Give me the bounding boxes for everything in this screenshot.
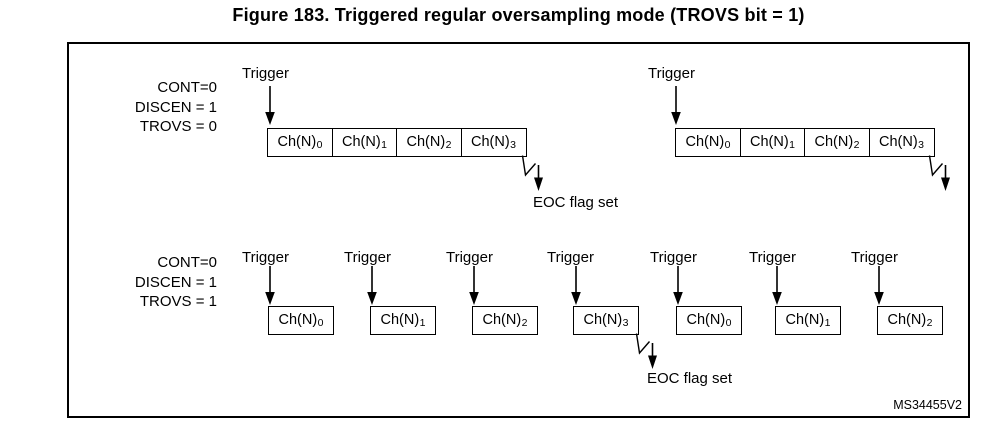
trigger-label: Trigger bbox=[650, 249, 697, 266]
conversion-box: Ch(N)1 bbox=[775, 306, 841, 335]
conversion-cell: Ch(N)3 bbox=[868, 128, 935, 157]
trigger-label: Trigger bbox=[749, 249, 796, 266]
watermark-label: MS34455V2 bbox=[893, 398, 962, 412]
conversion-cell: Ch(N)0 bbox=[675, 128, 741, 157]
conversion-cell: Ch(N)2 bbox=[804, 128, 870, 157]
eoc-flag-label: EOC flag set bbox=[533, 194, 619, 211]
trigger-arrow-icon bbox=[671, 86, 681, 125]
trigger-label: Trigger bbox=[242, 249, 289, 266]
trigger-label: Trigger bbox=[547, 249, 594, 266]
mode-settings-top: CONT=0 DISCEN = 1 TROVS = 0 bbox=[95, 78, 217, 137]
trigger-arrow-icon bbox=[772, 266, 782, 305]
mode-settings-bottom: CONT=0 DISCEN = 1 TROVS = 1 bbox=[95, 253, 217, 312]
trigger-label: Trigger bbox=[648, 65, 695, 82]
conversion-cell: Ch(N)1 bbox=[739, 128, 806, 157]
trigger-arrow-icon bbox=[571, 266, 581, 305]
eoc-flag-label: EOC flag set bbox=[647, 370, 733, 387]
trigger-arrow-icon bbox=[469, 266, 479, 305]
conversion-box: Ch(N)0 bbox=[676, 306, 742, 335]
trigger-label: Trigger bbox=[851, 249, 898, 266]
conversion-box: Ch(N)2 bbox=[877, 306, 943, 335]
trigger-label: Trigger bbox=[446, 249, 493, 266]
setting-line: DISCEN = 1 bbox=[134, 273, 217, 291]
eoc-break-arrow-icon bbox=[928, 155, 950, 191]
trigger-label: Trigger bbox=[344, 249, 391, 266]
conversion-cell: Ch(N)2 bbox=[396, 128, 462, 157]
trigger-arrow-icon bbox=[367, 266, 377, 305]
eoc-break-arrow-icon bbox=[635, 333, 657, 369]
trigger-label: Trigger bbox=[242, 65, 289, 82]
conversion-cell: Ch(N)1 bbox=[331, 128, 398, 157]
setting-line: CONT=0 bbox=[157, 79, 217, 96]
eoc-break-arrow-icon bbox=[521, 155, 543, 191]
conversion-box: Ch(N)3 bbox=[573, 306, 639, 335]
trigger-arrow-icon bbox=[673, 266, 683, 305]
trigger-arrow-icon bbox=[265, 266, 275, 305]
conversion-box: Ch(N)2 bbox=[472, 306, 538, 335]
setting-line: CONT=0 bbox=[157, 254, 217, 271]
conversion-cell: Ch(N)3 bbox=[460, 128, 527, 157]
trigger-arrow-icon bbox=[874, 266, 884, 305]
diagram-frame bbox=[67, 42, 970, 418]
conversion-box: Ch(N)1 bbox=[370, 306, 436, 335]
setting-line: TROVS = 1 bbox=[139, 293, 217, 310]
conversion-sequence-row: Ch(N)0 Ch(N)1 Ch(N)2 Ch(N)3 bbox=[267, 128, 527, 157]
setting-line: TROVS = 0 bbox=[139, 118, 217, 135]
conversion-box: Ch(N)0 bbox=[268, 306, 334, 335]
setting-line: DISCEN = 1 bbox=[134, 98, 217, 116]
trigger-arrow-icon bbox=[265, 86, 275, 125]
conversion-cell: Ch(N)0 bbox=[267, 128, 333, 157]
conversion-sequence-row: Ch(N)0 Ch(N)1 Ch(N)2 Ch(N)3 bbox=[675, 128, 935, 157]
figure-title: Figure 183. Triggered regular oversampli… bbox=[232, 5, 805, 25]
